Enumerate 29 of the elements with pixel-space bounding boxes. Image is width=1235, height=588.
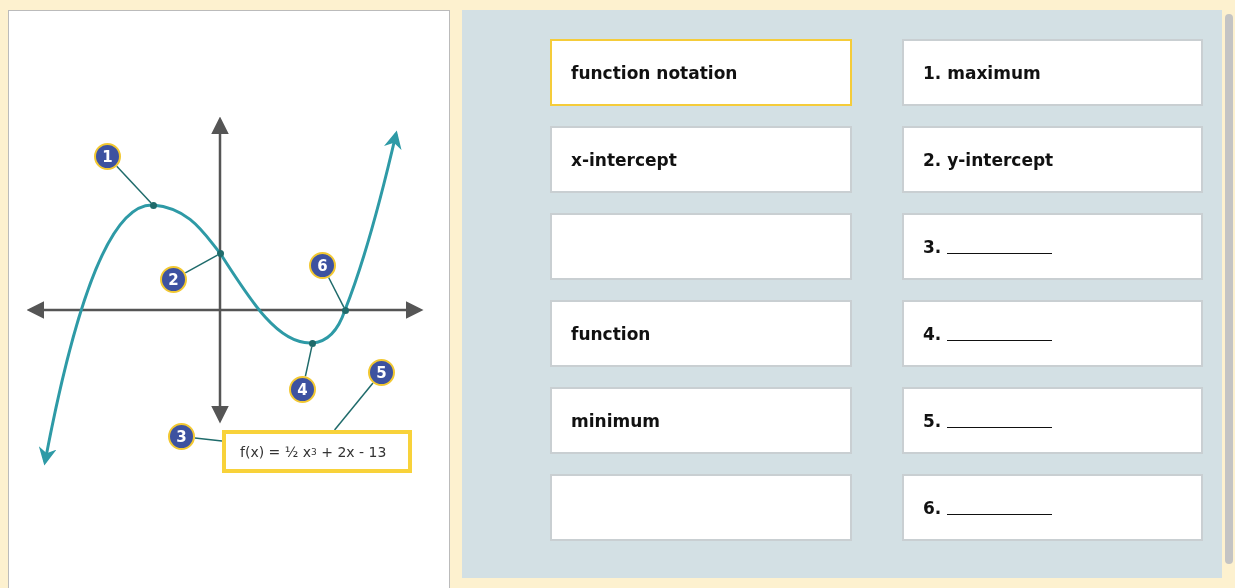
leader-line [116,165,152,204]
leader-line [194,437,223,442]
answer-card [902,39,1203,106]
empty-card [550,474,852,541]
curve-point [217,250,224,257]
leader-line [304,346,313,378]
answer-card [902,213,1203,280]
leader-line [333,382,374,431]
term-card: function [550,300,852,367]
empty-card [550,213,852,280]
answer-label: 6. [923,497,942,518]
answer-label: 4. [923,323,942,344]
answer-card [902,387,1203,454]
answer-card [902,300,1203,367]
leader-line [184,254,219,274]
answer-label: 1. maximum [923,62,1041,83]
curve-point [150,202,157,209]
answer-card [902,126,1203,193]
answer-label: 2. y-intercept [923,149,1054,170]
answer-label: 5. [923,410,942,431]
curve-point [342,307,349,314]
curve-point [309,340,316,347]
formula-box: f(x) = ½ x$^{3}$ + 2x - 13 [222,430,412,473]
answer-card [902,474,1203,541]
answer-label: 3. [923,236,942,257]
term-card: function notation [550,39,852,106]
term-card: minimum [550,387,852,454]
leader-line [327,276,345,309]
term-card: x-intercept [550,126,852,193]
